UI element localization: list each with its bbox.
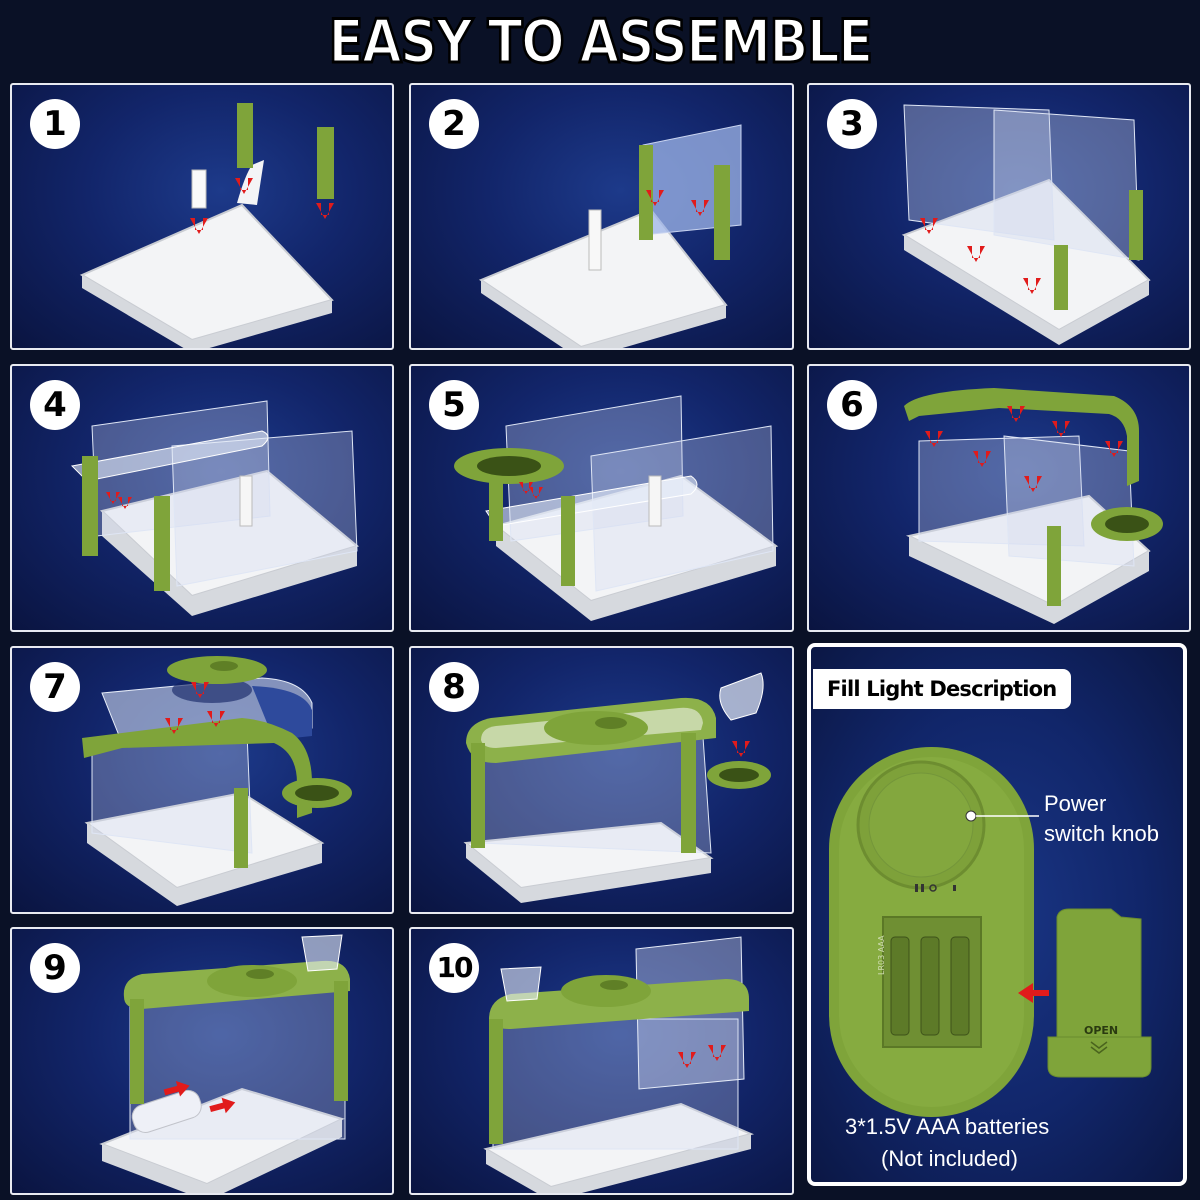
step-number-badge: 2 (429, 99, 479, 149)
battery-label-line1: 3*1.5V AAA batteries (845, 1114, 1050, 1139)
step-number-badge: 10 (429, 943, 479, 993)
step-number-badge: 7 (30, 662, 80, 712)
step-number-badge: 8 (429, 662, 479, 712)
step-7-illustration (82, 656, 352, 906)
step-9-illustration (99, 934, 351, 1193)
battery-label-line2: (Not included) (881, 1146, 1018, 1171)
battery-cover-text: OPEN (1084, 1024, 1119, 1037)
step-6-illustration (904, 388, 1163, 624)
step-8-illustration (463, 672, 771, 903)
step-5-illustration (454, 395, 779, 621)
knob-label-line1: Power (1044, 791, 1107, 816)
step-number-badge: 1 (30, 99, 80, 149)
step-number-badge: 6 (827, 380, 877, 430)
fill-light-panel: Fill Light Description LR03 AAA OPEN Pow… (807, 643, 1187, 1186)
page-title: EASY TO ASSEMBLE (327, 7, 874, 78)
step-10-panel: 10 (409, 927, 794, 1195)
step-4-panel: 4 (10, 364, 394, 632)
step-1-panel: 1 (10, 83, 394, 350)
step-10-illustration (483, 936, 755, 1193)
step-number-badge: 3 (827, 99, 877, 149)
fill-light-label: Fill Light Description (813, 669, 1071, 709)
step-2-panel: 2 (409, 83, 794, 350)
step-3-illustration (901, 104, 1151, 345)
step-4-illustration (70, 400, 360, 616)
step-2-illustration (478, 124, 742, 348)
battery-text: LR03 AAA (877, 935, 886, 975)
step-1-illustration (79, 103, 334, 348)
step-3-panel: 3 (807, 83, 1191, 350)
fill-light-illustration (829, 747, 1152, 1117)
step-5-panel: 5 (409, 364, 794, 632)
step-7-panel: 7 (10, 646, 394, 914)
knob-label-line2: switch knob (1044, 821, 1159, 846)
step-6-panel: 6 (807, 364, 1191, 632)
step-8-panel: 8 (409, 646, 794, 914)
step-9-panel: 9 (10, 927, 394, 1195)
step-number-badge: 9 (30, 943, 80, 993)
step-number-badge: 5 (429, 380, 479, 430)
step-number-badge: 4 (30, 380, 80, 430)
